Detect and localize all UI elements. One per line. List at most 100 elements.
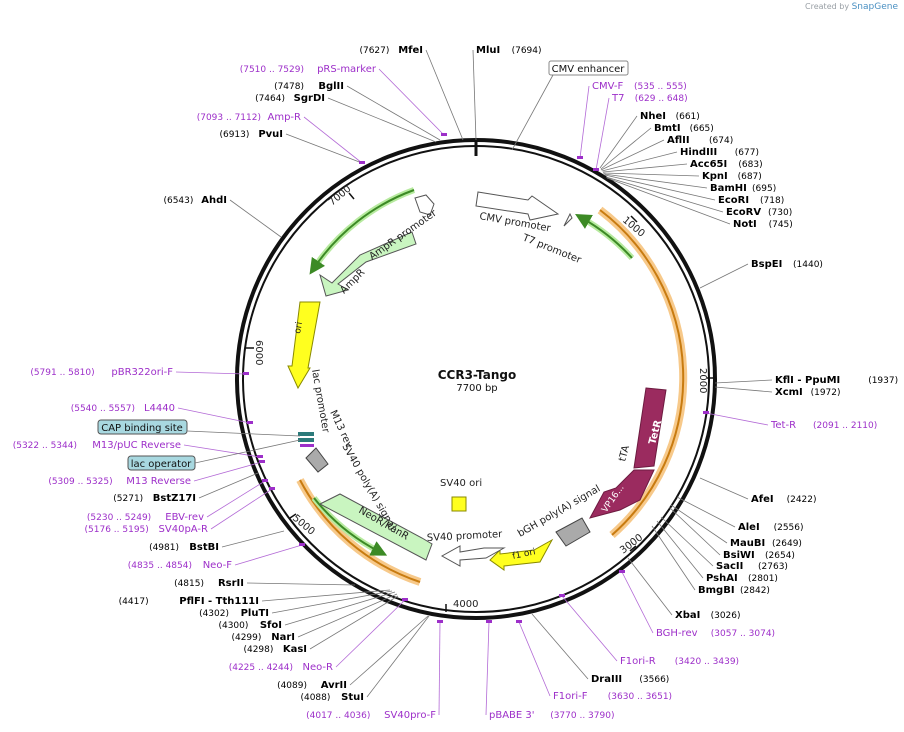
primer-name: pBABE 3' xyxy=(489,710,535,721)
enzyme-name: HindIII xyxy=(680,147,717,158)
cap-binding-leader xyxy=(186,430,301,437)
enzyme-name: EcoRI xyxy=(718,195,749,206)
enzyme-position: (2422) xyxy=(787,495,817,505)
enzyme-label-32: PluTI(4302) xyxy=(199,608,269,619)
t7-promoter-label: T7 promoter xyxy=(520,232,583,266)
enzyme-position: (677) xyxy=(735,148,759,158)
enzyme-leader-line xyxy=(366,615,430,698)
enzyme-label-29: BstBI(4981) xyxy=(149,542,219,553)
primer-label-9: SV40pro-F(4017 .. 4036) xyxy=(306,710,436,721)
enzyme-position: (3026) xyxy=(711,611,741,621)
enzyme-leader-line xyxy=(271,590,393,614)
primer-site-mark xyxy=(577,156,583,159)
enzyme-leader-line xyxy=(198,472,259,499)
enzyme-leader-line xyxy=(602,163,688,173)
enzyme-leader-line xyxy=(602,172,700,177)
enzyme-label-8: AflII(674) xyxy=(667,135,733,146)
enzyme-name: BspEI xyxy=(751,259,782,270)
enzyme-label-33: SfoI(4300) xyxy=(218,620,282,631)
enzyme-leader-line xyxy=(229,199,282,238)
enzyme-name: BsiWI xyxy=(723,550,755,561)
tick-2000: 2000 xyxy=(697,368,708,393)
enzyme-position: (695) xyxy=(752,184,776,194)
enzyme-position: (3566) xyxy=(639,675,669,685)
primer-leader-line xyxy=(485,621,490,716)
enzyme-label-1: MluI(7694) xyxy=(476,45,542,56)
enzyme-leader-line xyxy=(699,263,749,289)
enzyme-position: (4302) xyxy=(199,609,229,619)
enzyme-label-31: PflFI - Tth111I(4417) xyxy=(119,596,259,607)
ori-feature xyxy=(287,301,321,390)
enzyme-label-27: DraIII(3566) xyxy=(591,674,669,685)
primer-label-13: EBV-rev (5230 .. 5249) xyxy=(87,512,204,523)
primer-position: (2091 .. 2110) xyxy=(813,421,877,431)
primer-leader-line xyxy=(335,599,406,668)
primer-site-mark xyxy=(269,487,275,490)
snapgene-brand: SnapGene xyxy=(851,2,898,12)
primer-label-3: T7(629 .. 648) xyxy=(611,93,688,104)
enzyme-label-4: PvuI(6913) xyxy=(219,129,283,140)
primer-name: CMV-F xyxy=(592,81,623,92)
enzyme-name: XcmI xyxy=(775,387,803,398)
primer-label-2: CMV-F(535 .. 555) xyxy=(592,81,687,92)
primer-site-mark xyxy=(259,460,265,463)
f1-ori-label: f1 ori xyxy=(512,547,537,562)
primer-label-5: BGH-rev(3057 .. 3074) xyxy=(656,628,775,639)
primer-name: EBV-rev xyxy=(165,512,204,523)
primer-leader-line xyxy=(561,595,618,662)
vp16-feature xyxy=(589,469,655,519)
primer-site-mark xyxy=(402,598,408,601)
primer-label-15: M13/pUC Reverse(5322 .. 5344) xyxy=(13,440,181,451)
enzyme-position: (4088) xyxy=(300,693,330,703)
enzyme-leader-line xyxy=(285,133,363,164)
enzyme-label-37: StuI(4088) xyxy=(300,692,364,703)
enzyme-position: (2654) xyxy=(765,551,795,561)
enzyme-name: MauBI xyxy=(730,538,765,549)
primer-site-mark xyxy=(593,168,599,171)
primer-label-12: SV40pA-R(5176 .. 5195) xyxy=(85,524,209,535)
primer-position: (629 .. 648) xyxy=(635,94,688,104)
enzyme-label-30: RsrII(4815) xyxy=(174,578,244,589)
enzyme-position: (1972) xyxy=(811,388,841,398)
primer-site-mark xyxy=(262,479,268,482)
enzyme-label-14: EcoRV(730) xyxy=(726,207,792,218)
enzyme-name: BstBI xyxy=(189,542,219,553)
primer-position: (3770 .. 3790) xyxy=(550,711,614,721)
enzyme-label-34: NarI(4299) xyxy=(231,632,295,643)
plasmid-length: 7700 bp xyxy=(456,383,497,394)
primer-position: (5230 .. 5249) xyxy=(87,513,151,523)
primer-leader-line xyxy=(210,488,273,530)
primer-site-mark xyxy=(247,421,253,424)
enzyme-label-25: BmgBI(2842) xyxy=(698,585,770,596)
primer-name: M13 Reverse xyxy=(126,476,191,487)
primer-leader-line xyxy=(438,621,441,716)
enzyme-name: SgrDI xyxy=(294,93,325,104)
enzyme-label-19: AfeI (2422) xyxy=(751,494,817,505)
enzyme-label-20: AleI(2556) xyxy=(738,522,804,533)
primer-leader-line xyxy=(621,571,654,634)
primer-position: (3420 .. 3439) xyxy=(675,657,739,667)
enzyme-leader-line xyxy=(309,595,399,650)
enzyme-leader-line xyxy=(714,379,773,384)
enzyme-label-16: BspEI(1440) xyxy=(751,259,823,270)
tick-4000: 4000 xyxy=(453,599,478,610)
enzyme-name: AfeI xyxy=(751,494,774,505)
primer-label-10: Neo-R(4225 .. 4244) xyxy=(229,662,333,673)
primer-site-mark xyxy=(516,620,522,623)
neo-orange-arc-core xyxy=(299,479,421,583)
enzyme-position: (687) xyxy=(738,172,762,182)
primer-name: Neo-R xyxy=(303,662,334,673)
primer-position: (3057 .. 3074) xyxy=(711,629,775,639)
enzyme-name: Acc65I xyxy=(690,159,727,170)
enzyme-position: (4815) xyxy=(174,579,204,589)
enzyme-position: (7464) xyxy=(255,94,285,104)
primer-site-mark xyxy=(257,455,263,458)
enzyme-name: NarI xyxy=(271,632,295,643)
primer-position: (7093 .. 7112) xyxy=(197,113,261,123)
enzyme-name: KpnI xyxy=(702,171,728,182)
enzyme-label-35: KasI(4298) xyxy=(243,644,307,655)
primer-label-14: M13 Reverse(5309 .. 5325) xyxy=(48,476,191,487)
enzyme-name: BstZ17I xyxy=(153,493,196,504)
tick-mark-5000 xyxy=(289,513,297,519)
